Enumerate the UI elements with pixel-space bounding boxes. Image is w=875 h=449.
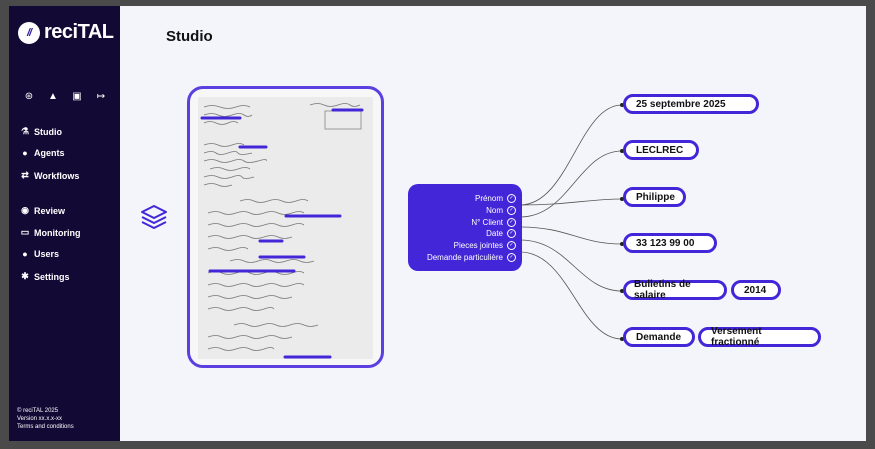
result-nom[interactable]: LECLREC: [623, 140, 699, 160]
layers-icon: [141, 205, 167, 229]
sidebar-item-monitoring[interactable]: ▭ Monitoring: [20, 227, 81, 238]
check-circle-icon: ✓: [507, 253, 516, 262]
sidebar-item-label: Workflows: [34, 170, 80, 181]
check-circle-icon: ✓: [507, 229, 516, 238]
field-demande[interactable]: Demande particulière ✓: [427, 253, 516, 262]
logo-mark: //: [18, 21, 40, 44]
result-request-value[interactable]: Versement fractionné: [698, 326, 821, 348]
field-pieces-jointes[interactable]: Pieces jointes ✓: [454, 241, 516, 250]
field-nom[interactable]: Nom ✓: [486, 206, 516, 215]
document-preview[interactable]: [187, 86, 384, 368]
sidebar-item-review[interactable]: ◉ Review: [20, 205, 65, 216]
field-prenom[interactable]: Prénom ✓: [475, 194, 516, 203]
gear-icon: ✱: [21, 271, 29, 281]
workflow-icon: ⇄: [21, 170, 29, 180]
app-window: // reciTAL ⊛ ▲ ▣ ↦ ⚗ Studio ● Agents ⇄ W…: [9, 6, 866, 441]
logo[interactable]: // reciTAL: [18, 21, 114, 44]
result-attachment[interactable]: Bulletins de salaire: [623, 279, 727, 301]
field-label: Prénom: [474, 194, 503, 203]
users-icon: ●: [22, 249, 28, 259]
field-client[interactable]: N° Client ✓: [471, 218, 516, 227]
result-request-label[interactable]: Demande: [623, 327, 695, 347]
result-attachment-year[interactable]: 2014: [731, 280, 781, 300]
sidebar-item-label: Studio: [34, 126, 62, 137]
handwriting-image: [200, 103, 364, 359]
sidebar: // reciTAL ⊛ ▲ ▣ ↦ ⚗ Studio ● Agents ⇄ W…: [9, 6, 120, 441]
copyright: © reciTAL 2025: [17, 408, 59, 414]
sidebar-item-workflows[interactable]: ⇄ Workflows: [20, 170, 79, 181]
logo-text: reciTAL: [44, 21, 114, 43]
check-circle-icon: ✓: [507, 218, 516, 227]
sidebar-item-label: Monitoring: [34, 227, 81, 238]
sidebar-item-label: Users: [34, 249, 60, 259]
extraction-fields-card: Prénom ✓ Nom ✓ N° Client ✓ Date ✓ Pieces…: [408, 184, 522, 271]
result-prenom[interactable]: Philippe: [623, 187, 686, 207]
sidebar-item-label: Agents: [34, 148, 65, 158]
eye-icon: ◉: [21, 205, 29, 215]
field-label: Pieces jointes: [453, 241, 503, 250]
result-date[interactable]: 25 septembre 2025: [623, 94, 759, 114]
check-circle-icon: ✓: [507, 241, 516, 250]
logout-icon[interactable]: ↦: [96, 91, 106, 102]
field-label: Nom: [486, 206, 503, 215]
field-label: Demande particulière: [426, 253, 503, 262]
result-client[interactable]: 33 123 99 00: [623, 233, 717, 253]
settings-icon[interactable]: ⊛: [24, 91, 34, 102]
sidebar-footer: © reciTAL 2025 Version xx.x.x-xx Terms a…: [17, 407, 74, 431]
sidebar-item-agents[interactable]: ● Agents: [20, 148, 65, 158]
version: Version xx.x.x-xx: [17, 416, 63, 422]
sidebar-item-studio[interactable]: ⚗ Studio: [20, 126, 62, 137]
scanned-letter: [198, 97, 373, 359]
check-circle-icon: ✓: [507, 206, 516, 215]
agents-icon: ●: [22, 148, 28, 158]
field-label: N° Client: [471, 218, 503, 227]
sidebar-top-icons: ⊛ ▲ ▣ ↦: [23, 91, 107, 103]
sidebar-item-settings[interactable]: ✱ Settings: [20, 271, 70, 282]
sidebar-item-label: Review: [34, 205, 66, 216]
flask-icon: ⚗: [20, 126, 30, 136]
inbox-icon[interactable]: ▣: [72, 91, 82, 102]
monitor-icon: ▭: [20, 227, 30, 237]
sidebar-item-label: Settings: [34, 271, 70, 282]
sidebar-item-users[interactable]: ● Users: [20, 249, 59, 259]
terms-link[interactable]: Terms and conditions: [17, 424, 74, 430]
field-label: Date: [486, 229, 503, 238]
check-circle-icon: ✓: [507, 194, 516, 203]
page-title: Studio: [166, 28, 213, 45]
field-date[interactable]: Date ✓: [486, 229, 516, 238]
bell-icon[interactable]: ▲: [48, 91, 58, 102]
